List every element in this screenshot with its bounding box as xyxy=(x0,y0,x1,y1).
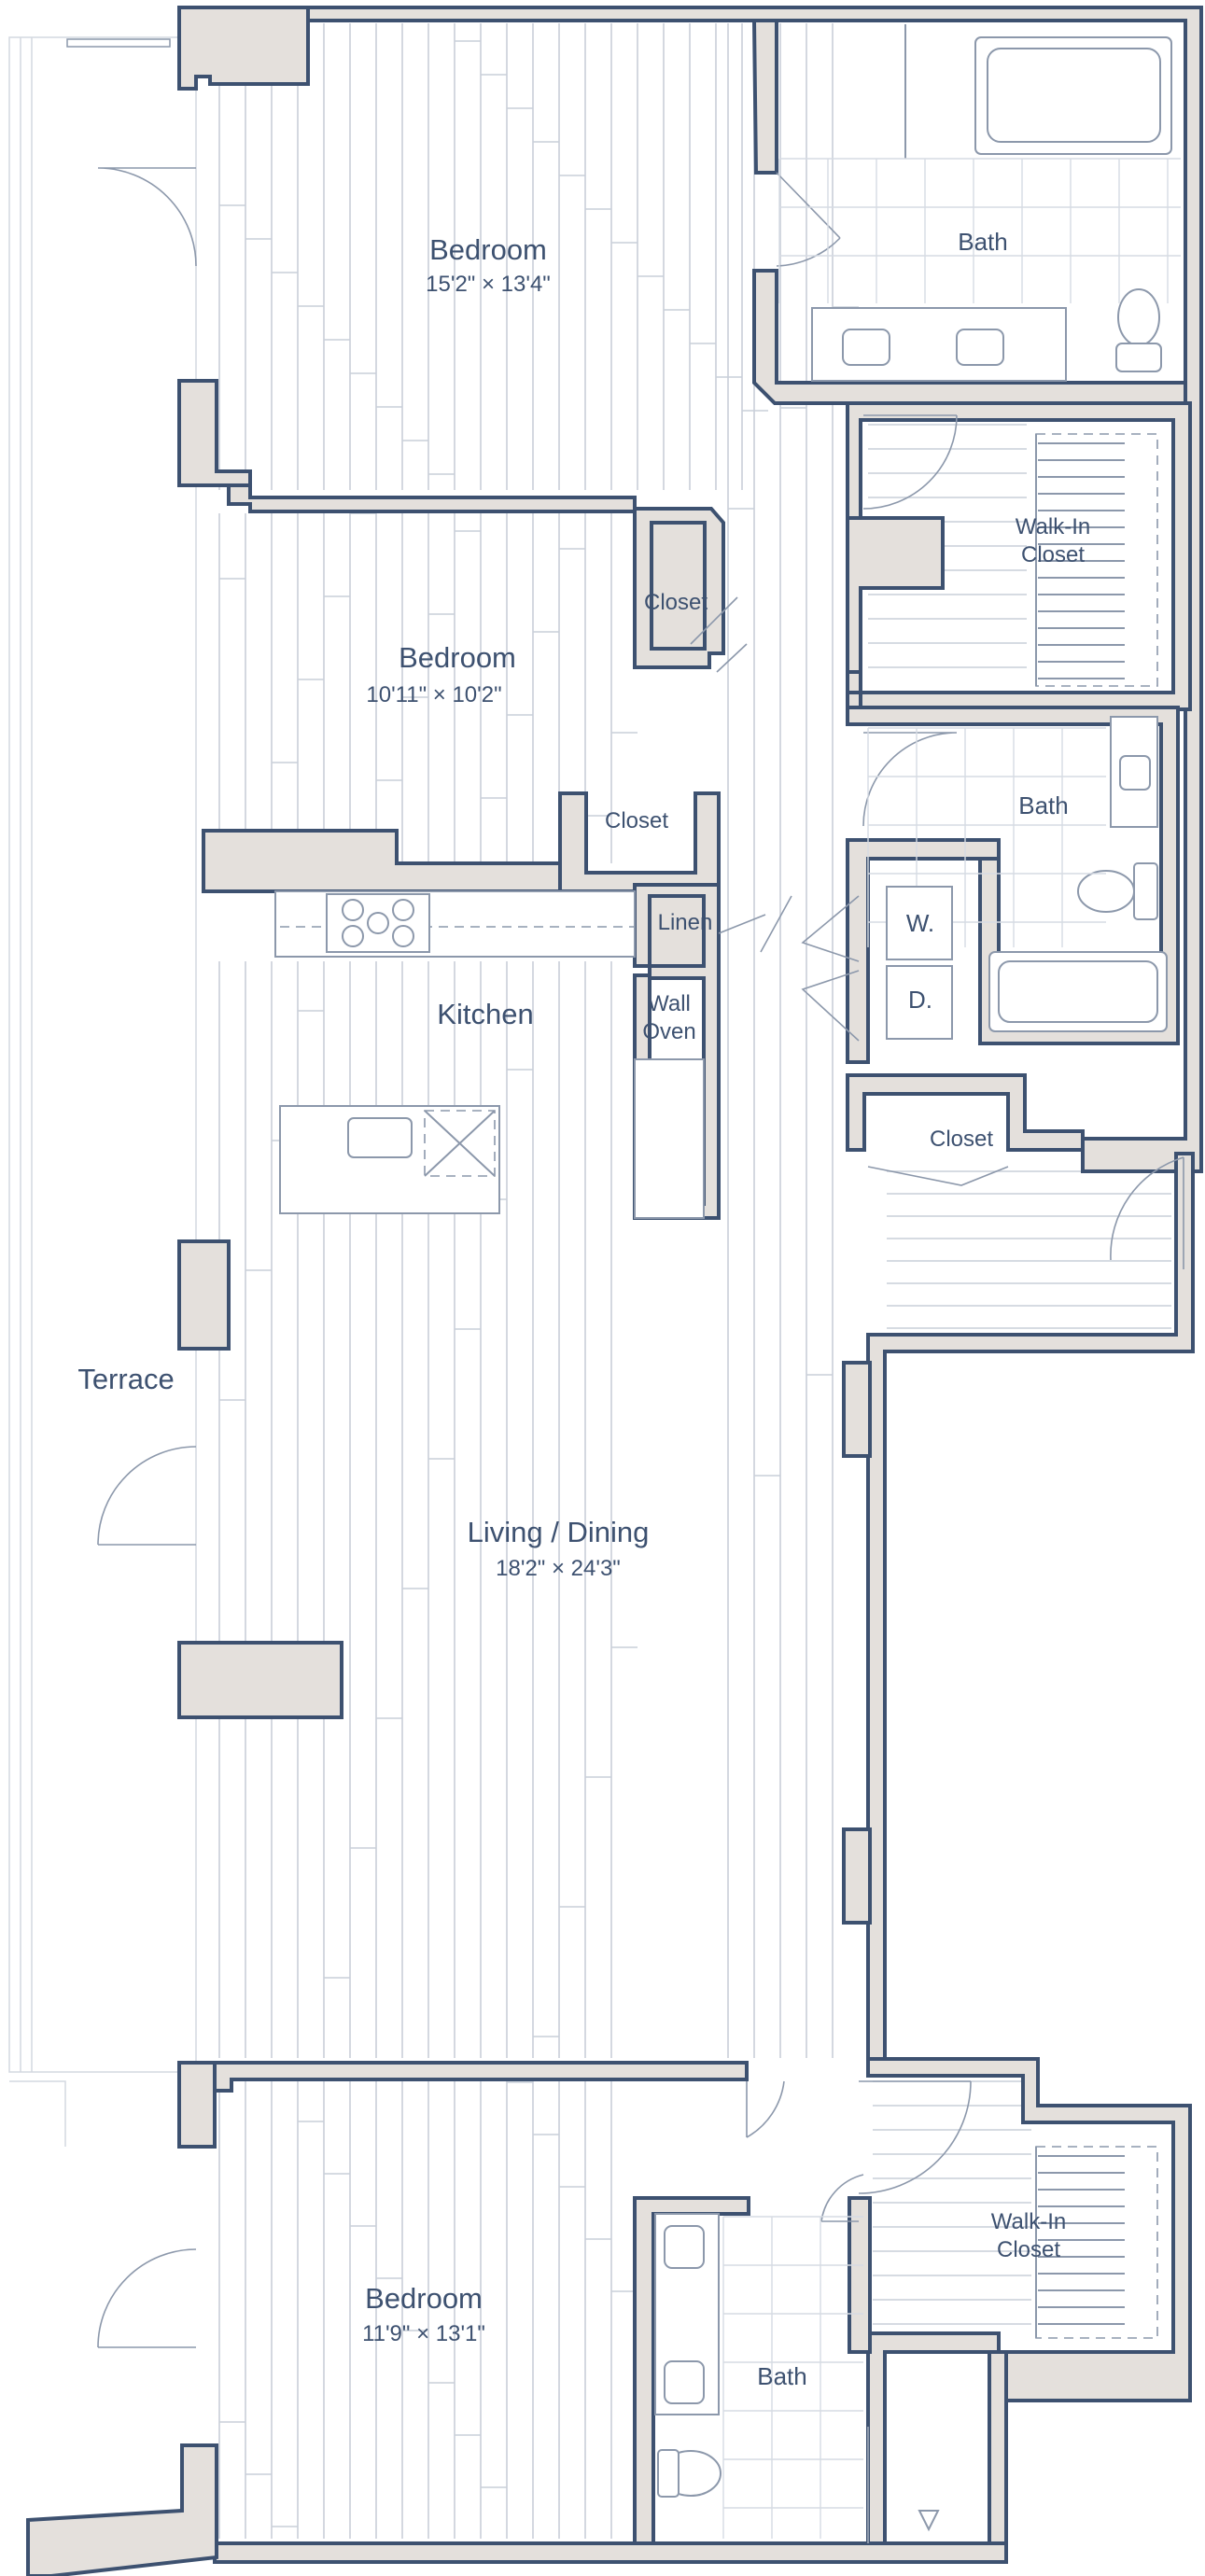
walkin2-label-line2: Closet xyxy=(997,2237,1060,2262)
walls xyxy=(26,6,1203,2576)
kitchen-label: Kitchen xyxy=(437,998,533,1030)
walkin1-shelving xyxy=(1035,433,1158,687)
closet2-label: Closet xyxy=(605,808,668,833)
terrace-label: Terrace xyxy=(77,1363,174,1395)
laundry xyxy=(886,886,953,1040)
bath3-label: Bath xyxy=(757,2362,807,2390)
cooktop-burner xyxy=(392,899,414,921)
walkin2-label-line1: Walk-In xyxy=(991,2209,1066,2234)
walkin1-label-line1: Walk-In xyxy=(1016,514,1090,539)
bath1-label: Bath xyxy=(958,228,1008,256)
doors xyxy=(97,167,1184,2348)
cooktop-burner xyxy=(392,925,414,947)
wall-oven-line1: Wall xyxy=(648,991,691,1016)
wall-oven-line2: Oven xyxy=(642,1019,695,1044)
bath2-label: Bath xyxy=(1018,791,1069,819)
living-dining-size: 18'2" × 24'3" xyxy=(496,1556,621,1581)
walkin2-shelving xyxy=(1035,2146,1158,2339)
linen-label: Linen xyxy=(658,910,713,935)
walkin1-label-line2: Closet xyxy=(1021,542,1085,567)
living-dining-name: Living / Dining xyxy=(468,1516,650,1548)
kitchen-fixtures xyxy=(274,890,705,1219)
bedroom1-size: 15'2" × 13'4" xyxy=(426,272,551,297)
room-labels: Bedroom 15'2" × 13'4" Bath Walk-In Close… xyxy=(77,228,1090,2390)
terrace xyxy=(8,36,197,2147)
bedroom3-size: 11'9" × 13'1" xyxy=(362,2321,485,2346)
cooktop-burner xyxy=(342,899,364,921)
dryer-label: D. xyxy=(908,986,932,1014)
bath1-fixtures xyxy=(778,24,1181,382)
bedroom2-name: Bedroom xyxy=(399,641,516,674)
closet1-label: Closet xyxy=(644,590,708,615)
bedroom1-name: Bedroom xyxy=(429,233,547,266)
wood-floor-pattern xyxy=(218,23,1171,2539)
washer-label: W. xyxy=(906,909,934,937)
bath3-fixtures xyxy=(654,2213,940,2543)
cooktop-burner xyxy=(342,925,364,947)
closet3-label: Closet xyxy=(930,1127,993,1152)
cooktop-burner xyxy=(367,912,389,934)
bedroom3-name: Bedroom xyxy=(365,2282,483,2315)
bedroom2-size: 10'11" × 10'2" xyxy=(366,682,501,707)
